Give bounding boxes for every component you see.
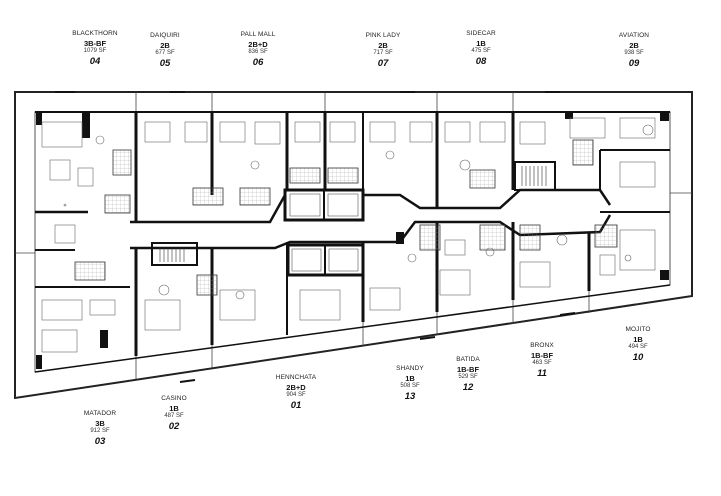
unit-number: 02	[168, 421, 180, 432]
unit-area: 836 SF	[248, 49, 268, 55]
unit-number: 06	[252, 57, 264, 68]
unit-area: 463 SF	[532, 360, 552, 366]
stairs	[151, 161, 556, 266]
unit-name: AVIATION	[618, 32, 650, 39]
unit-name: PALL MALL	[240, 31, 276, 38]
unit-area: 487 SF	[164, 413, 184, 419]
unit-number: 08	[475, 56, 487, 67]
unit-label-blackthorn: BLACKTHORN 3B-BF 1079 SF 04	[55, 30, 135, 67]
unit-name: MATADOR	[83, 410, 117, 417]
unit-label-sidecar: SIDECAR 1B 475 SF 08	[441, 30, 521, 67]
unit-label-hennchata: HENNCHATA 2B+D 904 SF 01	[256, 374, 336, 411]
unit-name: BATIDA	[456, 356, 480, 363]
unit-type: 2B+D	[248, 39, 268, 49]
unit-area: 508 SF	[400, 383, 420, 389]
unit-area: 717 SF	[373, 50, 393, 56]
unit-name: SIDECAR	[466, 30, 496, 37]
unit-area: 529 SF	[458, 374, 478, 380]
unit-name: BLACKTHORN	[72, 30, 118, 37]
unit-area: 475 SF	[471, 48, 491, 54]
unit-label-pink-lady: PINK LADY 2B 717 SF 07	[343, 32, 423, 69]
interior-walls	[34, 111, 671, 373]
unit-label-casino: CASINO 1B 487 SF 02	[134, 395, 214, 432]
unit-area: 904 SF	[286, 392, 306, 398]
unit-type: 2B+D	[286, 382, 306, 392]
unit-number: 07	[377, 58, 389, 69]
unit-type: 1B-BF	[530, 350, 554, 360]
unit-type: 1B	[476, 38, 486, 48]
unit-number: 01	[290, 400, 302, 411]
unit-number: 03	[94, 436, 106, 447]
unit-type: 1B	[405, 373, 415, 383]
unit-number: 12	[462, 382, 474, 393]
unit-number: 09	[628, 58, 640, 69]
unit-name: MOJITO	[625, 326, 651, 333]
unit-number: 10	[632, 352, 644, 363]
unit-type: 2B	[629, 40, 639, 50]
unit-label-pall-mall: PALL MALL 2B+D 836 SF 06	[218, 31, 298, 68]
unit-area: 1079 SF	[83, 48, 107, 54]
unit-type: 3B	[95, 418, 105, 428]
unit-label-batida: BATIDA 1B-BF 529 SF 12	[428, 356, 508, 393]
unit-type: 2B	[378, 40, 388, 50]
bathrooms	[74, 139, 618, 296]
unit-number: 04	[89, 56, 101, 67]
unit-area: 938 SF	[624, 50, 644, 56]
unit-label-mojito: MOJITO 1B 494 SF 10	[598, 326, 678, 363]
unit-name: BRONX	[530, 342, 554, 349]
unit-name: DAIQUIRI	[150, 32, 180, 39]
furniture	[41, 117, 656, 353]
unit-label-matador: MATADOR 3B 912 SF 03	[60, 410, 140, 447]
unit-type: 1B-BF	[456, 364, 480, 374]
unit-name: SHANDY	[396, 365, 424, 372]
unit-number: 13	[404, 391, 416, 402]
unit-number: 05	[159, 58, 171, 69]
unit-type: 3B-BF	[83, 38, 107, 48]
unit-area: 912 SF	[90, 428, 110, 434]
unit-name: CASINO	[161, 395, 187, 402]
unit-label-shandy: SHANDY 1B 508 SF 13	[370, 365, 450, 402]
unit-type: 2B	[160, 40, 170, 50]
unit-name: HENNCHATA	[275, 374, 317, 381]
unit-type: 1B	[169, 403, 179, 413]
unit-label-daiquiri: DAIQUIRI 2B 677 SF 05	[125, 32, 205, 69]
unit-type: 1B	[633, 334, 643, 344]
unit-name: PINK LADY	[365, 32, 401, 39]
unit-label-aviation: AVIATION 2B 938 SF 09	[594, 32, 674, 69]
unit-label-bronx: BRONX 1B-BF 463 SF 11	[502, 342, 582, 379]
unit-number: 11	[537, 368, 547, 379]
elevator-cores	[283, 188, 365, 277]
unit-area: 494 SF	[628, 344, 648, 350]
unit-area: 677 SF	[155, 50, 175, 56]
